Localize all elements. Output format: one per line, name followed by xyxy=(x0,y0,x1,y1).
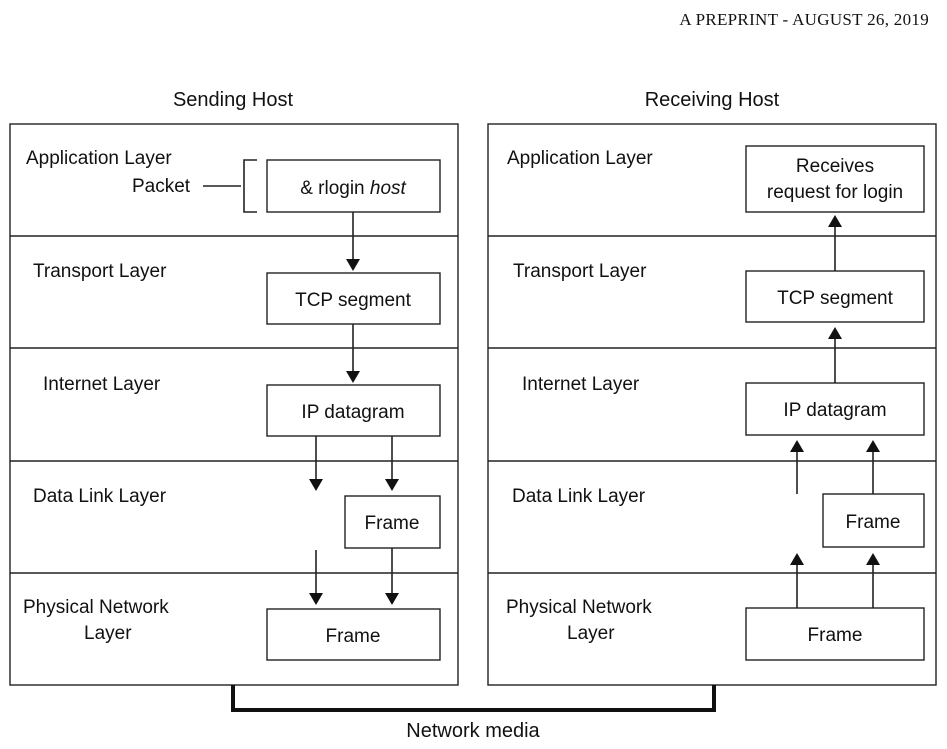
receiving-frame-datalink-box xyxy=(822,493,925,548)
receiving-frame-datalink-label: Frame xyxy=(846,512,901,533)
receiving-physical-layer-label: Physical Network xyxy=(506,597,652,618)
receiving-tcp-segment-label: TCP segment xyxy=(777,288,894,309)
receiving-login-request-line1: Receives xyxy=(796,156,874,177)
receiving-transport-layer-label: Transport Layer xyxy=(513,261,647,282)
sending-transport-layer-label: Transport Layer xyxy=(33,261,167,282)
network-media-label: Network media xyxy=(406,720,540,742)
rlogin-host-text: host xyxy=(370,178,407,199)
receiving-ip-datagram-label: IP datagram xyxy=(783,400,886,421)
sending-frame-datalink-box xyxy=(344,495,441,549)
sending-application-layer-label: Application Layer xyxy=(26,148,172,169)
sending-physical-layer-label-line2: Layer xyxy=(84,623,132,644)
receiving-data-link-layer-label: Data Link Layer xyxy=(512,486,646,507)
packet-bracket xyxy=(243,159,257,213)
sending-ip-datagram-label: IP datagram xyxy=(301,402,404,423)
sending-host-stack: Application Layer Transport Layer Intern… xyxy=(9,123,459,686)
receiving-internet-layer-label: Internet Layer xyxy=(522,374,640,395)
sending-rlogin-box xyxy=(266,159,441,213)
receiving-ip-datagram-box xyxy=(745,382,925,436)
receiving-host-stack: Application Layer Transport Layer Intern… xyxy=(487,123,937,686)
receiving-physical-layer-label-line2: Layer xyxy=(567,623,615,644)
sending-down-arrows xyxy=(309,212,399,605)
receiving-up-arrows xyxy=(790,215,880,608)
receiving-application-layer-label: Application Layer xyxy=(507,148,653,169)
network-media-line xyxy=(231,685,716,712)
page-header: A PREPRINT - AUGUST 26, 2019 xyxy=(679,10,929,29)
sending-ip-datagram-box xyxy=(266,384,441,437)
receiving-tcp-segment-box xyxy=(745,270,925,323)
receiving-host-title: Receiving Host xyxy=(645,89,780,111)
rlogin-command-text: & rlogin xyxy=(300,178,370,199)
sending-host-title: Sending Host xyxy=(173,89,294,111)
sending-tcp-segment-label: TCP segment xyxy=(295,290,412,311)
receiving-frame-physical-label: Frame xyxy=(808,625,863,646)
sending-frame-physical-label: Frame xyxy=(326,626,381,647)
sending-data-link-layer-label: Data Link Layer xyxy=(33,486,167,507)
packet-label: Packet xyxy=(132,176,191,197)
sending-internet-layer-label: Internet Layer xyxy=(43,374,161,395)
sending-frame-datalink-label: Frame xyxy=(365,513,420,534)
receiving-login-request-line2: request for login xyxy=(767,182,903,203)
receiving-frame-physical-box xyxy=(745,607,925,661)
receiving-login-request-box xyxy=(745,145,925,213)
sending-rlogin-label: & rlogin host xyxy=(300,178,406,199)
sending-frame-physical-box xyxy=(266,608,441,661)
sending-physical-layer-label: Physical Network xyxy=(23,597,169,618)
